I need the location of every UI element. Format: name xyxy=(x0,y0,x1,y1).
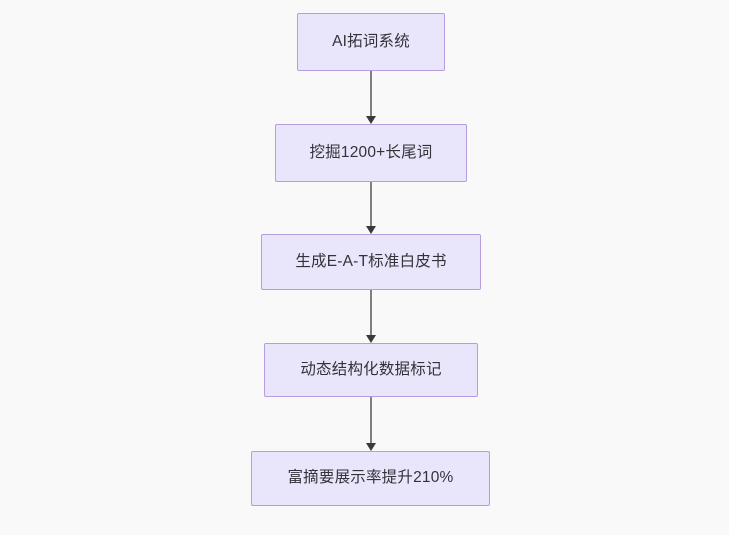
arrowhead-icon xyxy=(365,115,376,124)
flowchart-node-label: 动态结构化数据标记 xyxy=(300,360,442,378)
edge-line xyxy=(369,290,373,336)
edge-line xyxy=(369,71,373,117)
flowchart-node-label: 生成E-A-T标准白皮书 xyxy=(295,252,447,270)
flowchart-node-label: 挖掘1200+长尾词 xyxy=(309,143,433,161)
arrowhead-icon xyxy=(365,334,376,343)
flowchart-node-n3[interactable]: 生成E-A-T标准白皮书 xyxy=(261,234,481,290)
arrowhead-icon xyxy=(365,225,376,234)
flowchart-node-n2[interactable]: 挖掘1200+长尾词 xyxy=(275,124,467,182)
flowchart-node-n1[interactable]: AI拓词系统 xyxy=(297,13,445,71)
edge-line xyxy=(369,397,373,444)
flowchart-node-label: 富摘要展示率提升210% xyxy=(287,469,454,487)
arrowhead-icon xyxy=(365,442,376,451)
flowchart-node-n5[interactable]: 富摘要展示率提升210% xyxy=(251,451,490,506)
flowchart-node-n4[interactable]: 动态结构化数据标记 xyxy=(264,343,478,397)
edge-line xyxy=(369,182,373,227)
flowchart-node-label: AI拓词系统 xyxy=(332,32,410,50)
